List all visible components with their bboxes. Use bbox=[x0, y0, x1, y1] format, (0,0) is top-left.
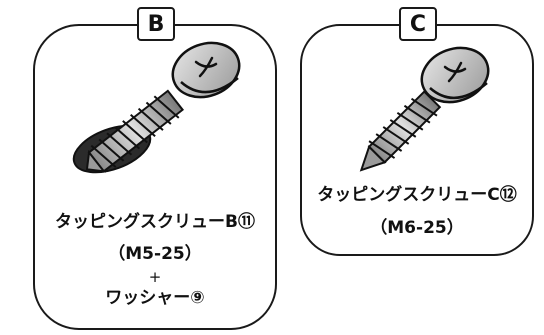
tag-b-label: B bbox=[137, 7, 175, 41]
screw-c-name: タッピングスクリューC⑫ bbox=[317, 185, 517, 205]
screw-c-icon bbox=[359, 46, 490, 172]
screw-b-icon bbox=[85, 41, 241, 173]
tag-c-label: C bbox=[399, 7, 437, 41]
screw-b-size: （M5-25） bbox=[108, 244, 202, 264]
screw-c-size: （M6-25） bbox=[370, 218, 464, 238]
panel-c bbox=[300, 24, 534, 256]
plus-sign: + bbox=[148, 268, 162, 286]
screw-b-name: タッピングスクリューB⑪ bbox=[55, 212, 255, 232]
washer-name: ワッシャー⑨ bbox=[105, 288, 205, 308]
